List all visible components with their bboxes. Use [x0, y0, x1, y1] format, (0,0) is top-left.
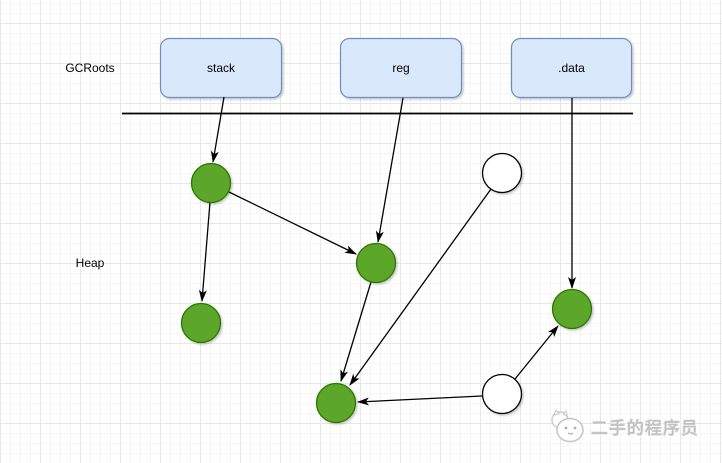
heap-node-3[interactable] [355, 242, 397, 284]
edge-stack-to-heap-node-1 [210, 96, 225, 163]
edge-unreachable-node-1-to-heap-node-4 [349, 188, 492, 386]
root-box-reg[interactable] [339, 37, 463, 99]
heap-node-4[interactable] [315, 382, 357, 424]
gcroots-zone-label: GCRoots [65, 61, 114, 75]
root-box-reg-label: reg [392, 61, 409, 75]
edge-heap-node-1-to-heap-node-2 [198, 201, 211, 302]
heap-node-2[interactable] [180, 302, 222, 344]
root-box-data[interactable] [510, 37, 633, 99]
heap-node-5[interactable] [551, 288, 593, 330]
edge-unreachable-node-2-to-heap-node-5 [514, 325, 559, 380]
unreachable-node-2[interactable] [481, 373, 523, 415]
root-box-stack-label: stack [207, 61, 236, 75]
edge-heap-node-1-to-heap-node-3 [228, 191, 357, 255]
edge-heap-node-3-to-heap-node-4 [340, 281, 372, 382]
unreachable-node-1[interactable] [481, 152, 523, 194]
root-box-stack[interactable] [159, 37, 283, 99]
heap-node-1[interactable] [190, 162, 232, 204]
root-box-data-label: .data [558, 61, 585, 75]
edge-reg-to-heap-node-3 [375, 97, 404, 243]
heap-zone-label: Heap [76, 256, 105, 270]
edge-unreachable-node-2-to-heap-node-4 [357, 395, 483, 406]
